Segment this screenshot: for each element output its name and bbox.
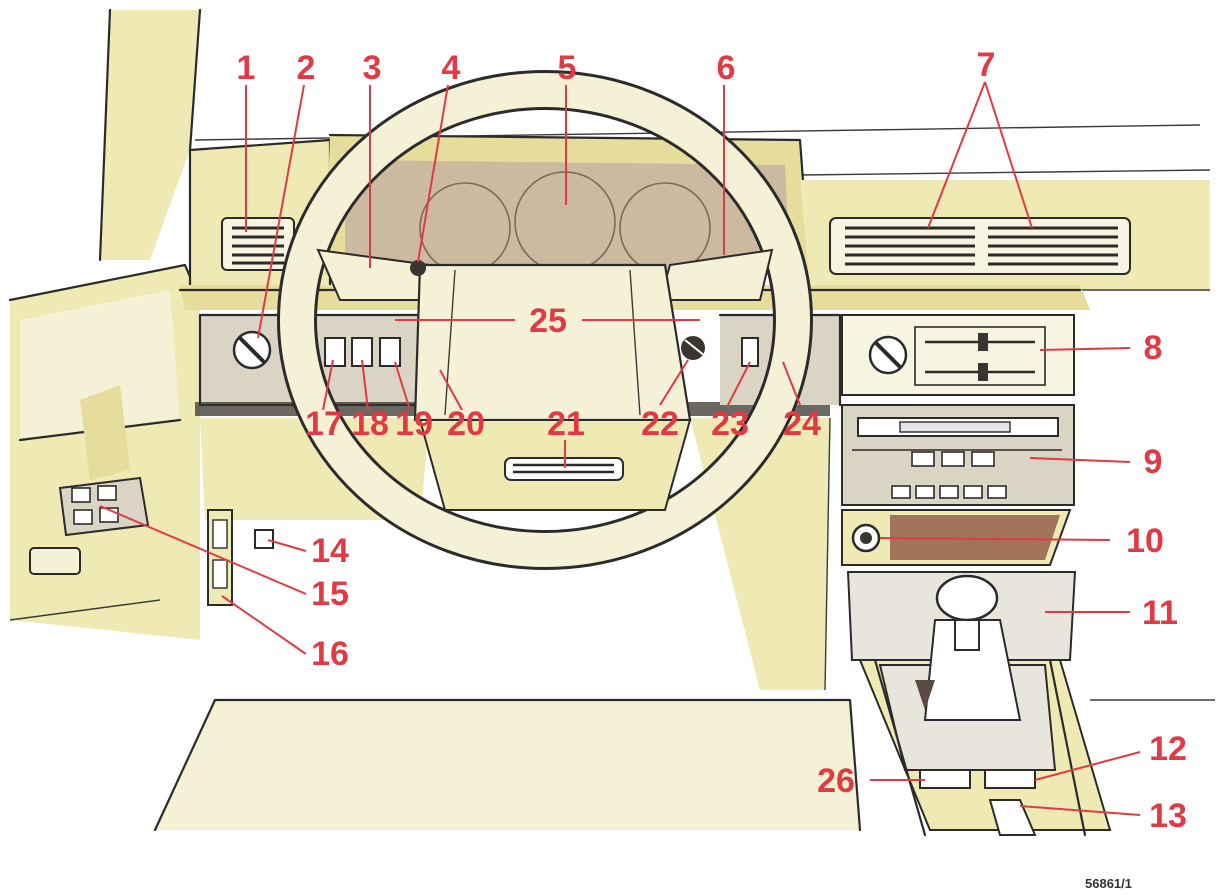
callout-9: 9 [1144,443,1163,481]
callout-4: 4 [442,49,461,87]
callout-26: 26 [817,762,855,800]
callout-16: 16 [311,635,349,673]
light-switch-knob [234,332,270,368]
callout-23: 23 [711,405,749,443]
callout-12: 12 [1149,730,1187,768]
climate-panel [842,315,1074,395]
ignition-switch [681,336,705,360]
callout-3: 3 [363,49,382,87]
callout-17: 17 [305,405,343,443]
callout-20: 20 [447,405,485,443]
callout-25: 25 [529,302,567,340]
callout-5: 5 [558,49,577,87]
callout-18: 18 [351,405,389,443]
reference-code: 56861/1 [1085,876,1132,891]
callout-14: 14 [311,532,349,570]
callout-7: 7 [977,46,996,84]
center-air-vents [830,218,1130,274]
callout-15: 15 [311,575,349,613]
callout-21: 21 [547,405,585,443]
callout-13: 13 [1149,797,1187,835]
callout-1: 1 [237,49,256,87]
radio-panel [842,405,1074,505]
callout-8: 8 [1144,329,1163,367]
callout-6: 6 [717,49,736,87]
lighter-panel [842,510,1070,565]
callout-22: 22 [641,405,679,443]
callout-19: 19 [395,405,433,443]
callout-24: 24 [783,405,821,443]
hood-release [255,530,273,548]
left-air-vent [222,218,294,270]
callout-2: 2 [297,49,316,87]
callout-10: 10 [1126,522,1164,560]
callout-11: 11 [1142,594,1178,632]
